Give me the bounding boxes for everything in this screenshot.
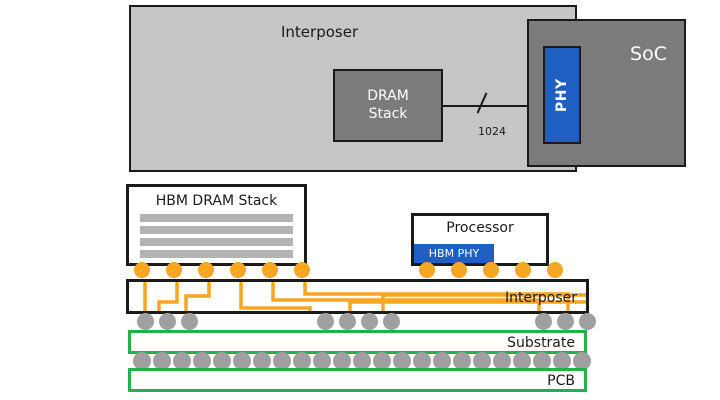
bga-ball <box>173 352 191 370</box>
bga-ball <box>433 352 451 370</box>
microbump <box>515 262 531 278</box>
hbm-phy-block: HBM PHY <box>414 244 494 263</box>
c4-bump <box>383 313 400 330</box>
hbm-dram-stack-title: HBM DRAM Stack <box>155 193 278 209</box>
microbump <box>294 262 310 278</box>
c4-bump <box>159 313 176 330</box>
bga-ball <box>293 352 311 370</box>
hbm-phy-label: HBM PHY <box>428 247 480 260</box>
microbump <box>166 262 182 278</box>
bga-ball <box>393 352 411 370</box>
top-interposer-panel: Interposer DRAM Stack 1024 SoC PHY <box>129 5 686 172</box>
interposer-routing-trace <box>381 293 586 311</box>
bga-ball <box>453 352 471 370</box>
bus-width-label: 1024 <box>478 125 506 138</box>
phy-block: PHY <box>543 46 581 144</box>
substrate-label: Substrate <box>507 335 575 351</box>
phy-label: PHY <box>554 78 570 112</box>
bga-ball <box>233 352 251 370</box>
c4-bump <box>137 313 154 330</box>
bga-ball <box>213 352 231 370</box>
bga-ball <box>493 352 511 370</box>
interposer-routing-layer <box>143 282 586 311</box>
dram-stack-label-line2: Stack <box>368 105 408 122</box>
bga-ball <box>333 352 351 370</box>
c4-bump <box>181 313 198 330</box>
microbump <box>451 262 467 278</box>
dram-stack-block: DRAM Stack <box>333 69 443 142</box>
interposer-routing-trace <box>348 300 586 311</box>
bga-ball <box>413 352 431 370</box>
microbump <box>547 262 563 278</box>
c4-bump <box>339 313 356 330</box>
c4-bump <box>535 313 552 330</box>
substrate-block: Substrate <box>128 330 587 354</box>
bga-ball <box>153 352 171 370</box>
die-layer-3 <box>140 238 293 246</box>
bga-ball <box>253 352 271 370</box>
bga-ball <box>193 352 211 370</box>
bga-ball <box>273 352 291 370</box>
die-layer-1 <box>140 214 293 222</box>
microbump <box>198 262 214 278</box>
bga-ball <box>533 352 551 370</box>
dram-to-phy-bus-line <box>443 105 527 107</box>
soc-block: SoC PHY <box>527 19 686 167</box>
microbump <box>483 262 499 278</box>
pcb-label: PCB <box>547 373 575 389</box>
c4-bump <box>361 313 378 330</box>
bga-ball <box>513 352 531 370</box>
microbump <box>134 262 150 278</box>
c4-bump <box>317 313 334 330</box>
microbump <box>419 262 435 278</box>
processor-block: Processor HBM PHY <box>411 213 549 266</box>
top-interposer-panel-label: Interposer <box>281 23 359 41</box>
interposer-routing-trace <box>184 282 211 311</box>
bga-ball <box>573 352 591 370</box>
hbm-dram-stack-block: HBM DRAM Stack <box>126 184 307 266</box>
processor-title: Processor <box>446 220 514 236</box>
microbump <box>262 262 278 278</box>
c4-bump <box>579 313 596 330</box>
bga-ball <box>353 352 371 370</box>
bga-ball <box>553 352 571 370</box>
pcb-block: PCB <box>128 368 587 392</box>
bga-ball <box>473 352 491 370</box>
bga-ball <box>133 352 151 370</box>
interposer-label: Interposer <box>505 290 577 306</box>
interposer-block: Interposer <box>126 279 589 314</box>
bga-ball <box>373 352 391 370</box>
dram-stack-label-line1: DRAM <box>367 88 409 105</box>
c4-bump <box>557 313 574 330</box>
interposer-routing-trace <box>157 282 179 311</box>
bus-width-slash-icon <box>476 92 488 114</box>
die-layer-2 <box>140 226 293 234</box>
bga-ball <box>313 352 331 370</box>
die-layer-4 <box>140 250 293 258</box>
interposer-routing-trace <box>239 282 312 311</box>
microbump <box>230 262 246 278</box>
soc-label: SoC <box>630 43 667 65</box>
